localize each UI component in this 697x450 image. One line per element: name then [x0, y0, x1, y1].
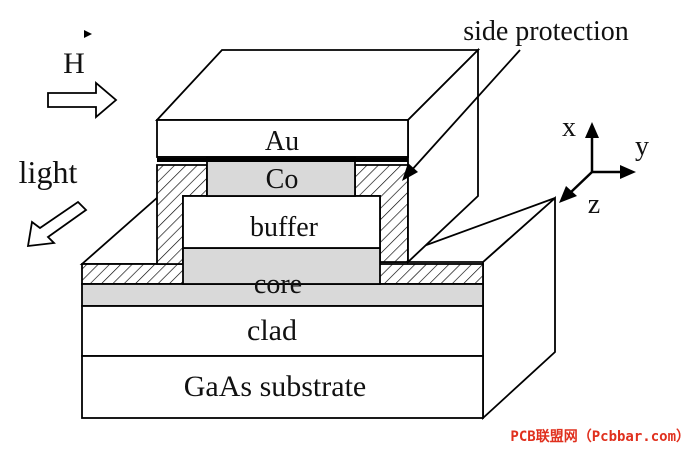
watermark-text: PCB联盟网（Pcbbar.com） — [510, 429, 690, 445]
label-au: Au — [265, 126, 299, 157]
field-arrow — [47, 81, 118, 119]
side-protection-pointer — [402, 49, 521, 181]
axis-z-line — [569, 171, 593, 194]
label-light: light — [19, 154, 78, 190]
coordinate-axes — [559, 122, 636, 203]
label-axis-x: x — [562, 112, 576, 143]
substrate-layer — [81, 355, 484, 419]
light-arrow — [26, 200, 88, 248]
label-core: core — [254, 269, 302, 300]
label-axis-y: y — [635, 131, 649, 162]
axis-y-arrowhead — [620, 165, 636, 179]
au-front-face — [156, 119, 409, 158]
au-right-face — [407, 47, 479, 265]
axis-z-arrowhead — [559, 186, 577, 203]
buffer-layer — [182, 195, 381, 249]
axis-x-arrowhead — [585, 122, 599, 138]
label-clad: clad — [247, 314, 297, 347]
label-axis-z: z — [588, 189, 600, 220]
label-substrate: GaAs substrate — [184, 370, 366, 403]
field-vector-mark — [84, 30, 92, 38]
label-co: Co — [266, 164, 299, 195]
clad-layer — [81, 305, 484, 357]
label-buffer: buffer — [250, 212, 319, 243]
upper-stack — [154, 47, 481, 285]
label-field-h: H — [63, 47, 85, 80]
label-side-protection: side protection — [463, 16, 629, 47]
